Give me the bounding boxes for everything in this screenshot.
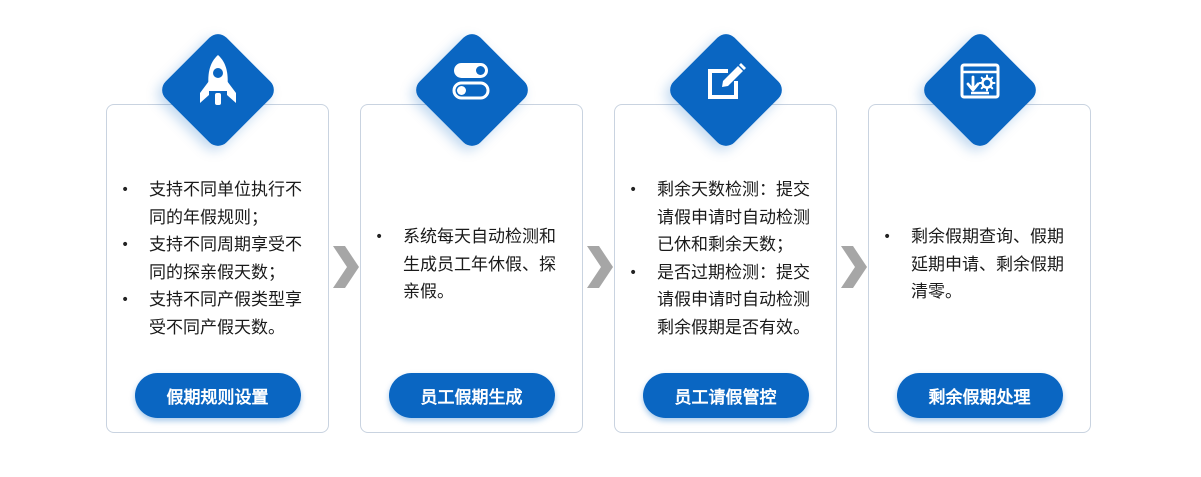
card-employee-leave-generation: 系统每天自动检测和生成员工年休假、探亲假。 员工假期生成 xyxy=(360,29,583,433)
chevron-right-icon xyxy=(841,246,867,288)
card-employee-leave-control: 剩余天数检测：提交请假申请时自动检测已休和剩余天数； 是否过期检测：提交请假申请… xyxy=(614,29,837,433)
bullet-item: 是否过期检测：提交请假申请时自动检测剩余假期是否有效。 xyxy=(615,260,836,343)
remaining-leave-processing-button[interactable]: 剩余假期处理 xyxy=(896,373,1063,418)
bullet-item: 系统每天自动检测和生成员工年休假、探亲假。 xyxy=(361,224,582,307)
toggle-icon xyxy=(442,51,502,111)
bullet-list: 系统每天自动检测和生成员工年休假、探亲假。 xyxy=(361,224,582,307)
bullet-list: 剩余天数检测：提交请假申请时自动检测已休和剩余天数； 是否过期检测：提交请假申请… xyxy=(615,177,836,342)
chevron-right-icon xyxy=(333,246,359,288)
download-settings-icon xyxy=(950,51,1010,111)
rocket-icon xyxy=(188,51,248,111)
bullet-item: 剩余假期查询、假期延期申请、剩余假期清零。 xyxy=(869,224,1090,307)
chevron-right-icon xyxy=(587,246,613,288)
employee-leave-control-button[interactable]: 员工请假管控 xyxy=(642,373,809,418)
card-leave-rule-setting: 支持不同单位执行不同的年假规则； 支持不同周期享受不同的探亲假天数； 支持不同产… xyxy=(106,29,329,433)
bullet-item: 剩余天数检测：提交请假申请时自动检测已休和剩余天数； xyxy=(615,177,836,260)
card-remaining-leave-processing: 剩余假期查询、假期延期申请、剩余假期清零。 剩余假期处理 xyxy=(868,29,1091,433)
employee-leave-generation-button[interactable]: 员工假期生成 xyxy=(388,373,555,418)
bullet-item: 支持不同单位执行不同的年假规则； xyxy=(107,177,328,232)
bullet-list: 剩余假期查询、假期延期申请、剩余假期清零。 xyxy=(869,224,1090,307)
leave-rule-setting-button[interactable]: 假期规则设置 xyxy=(134,373,301,418)
bullet-item: 支持不同产假类型享受不同产假天数。 xyxy=(107,287,328,342)
bullet-list: 支持不同单位执行不同的年假规则； 支持不同周期享受不同的探亲假天数； 支持不同产… xyxy=(107,177,328,342)
edit-icon xyxy=(696,51,756,111)
bullet-item: 支持不同周期享受不同的探亲假天数； xyxy=(107,232,328,287)
